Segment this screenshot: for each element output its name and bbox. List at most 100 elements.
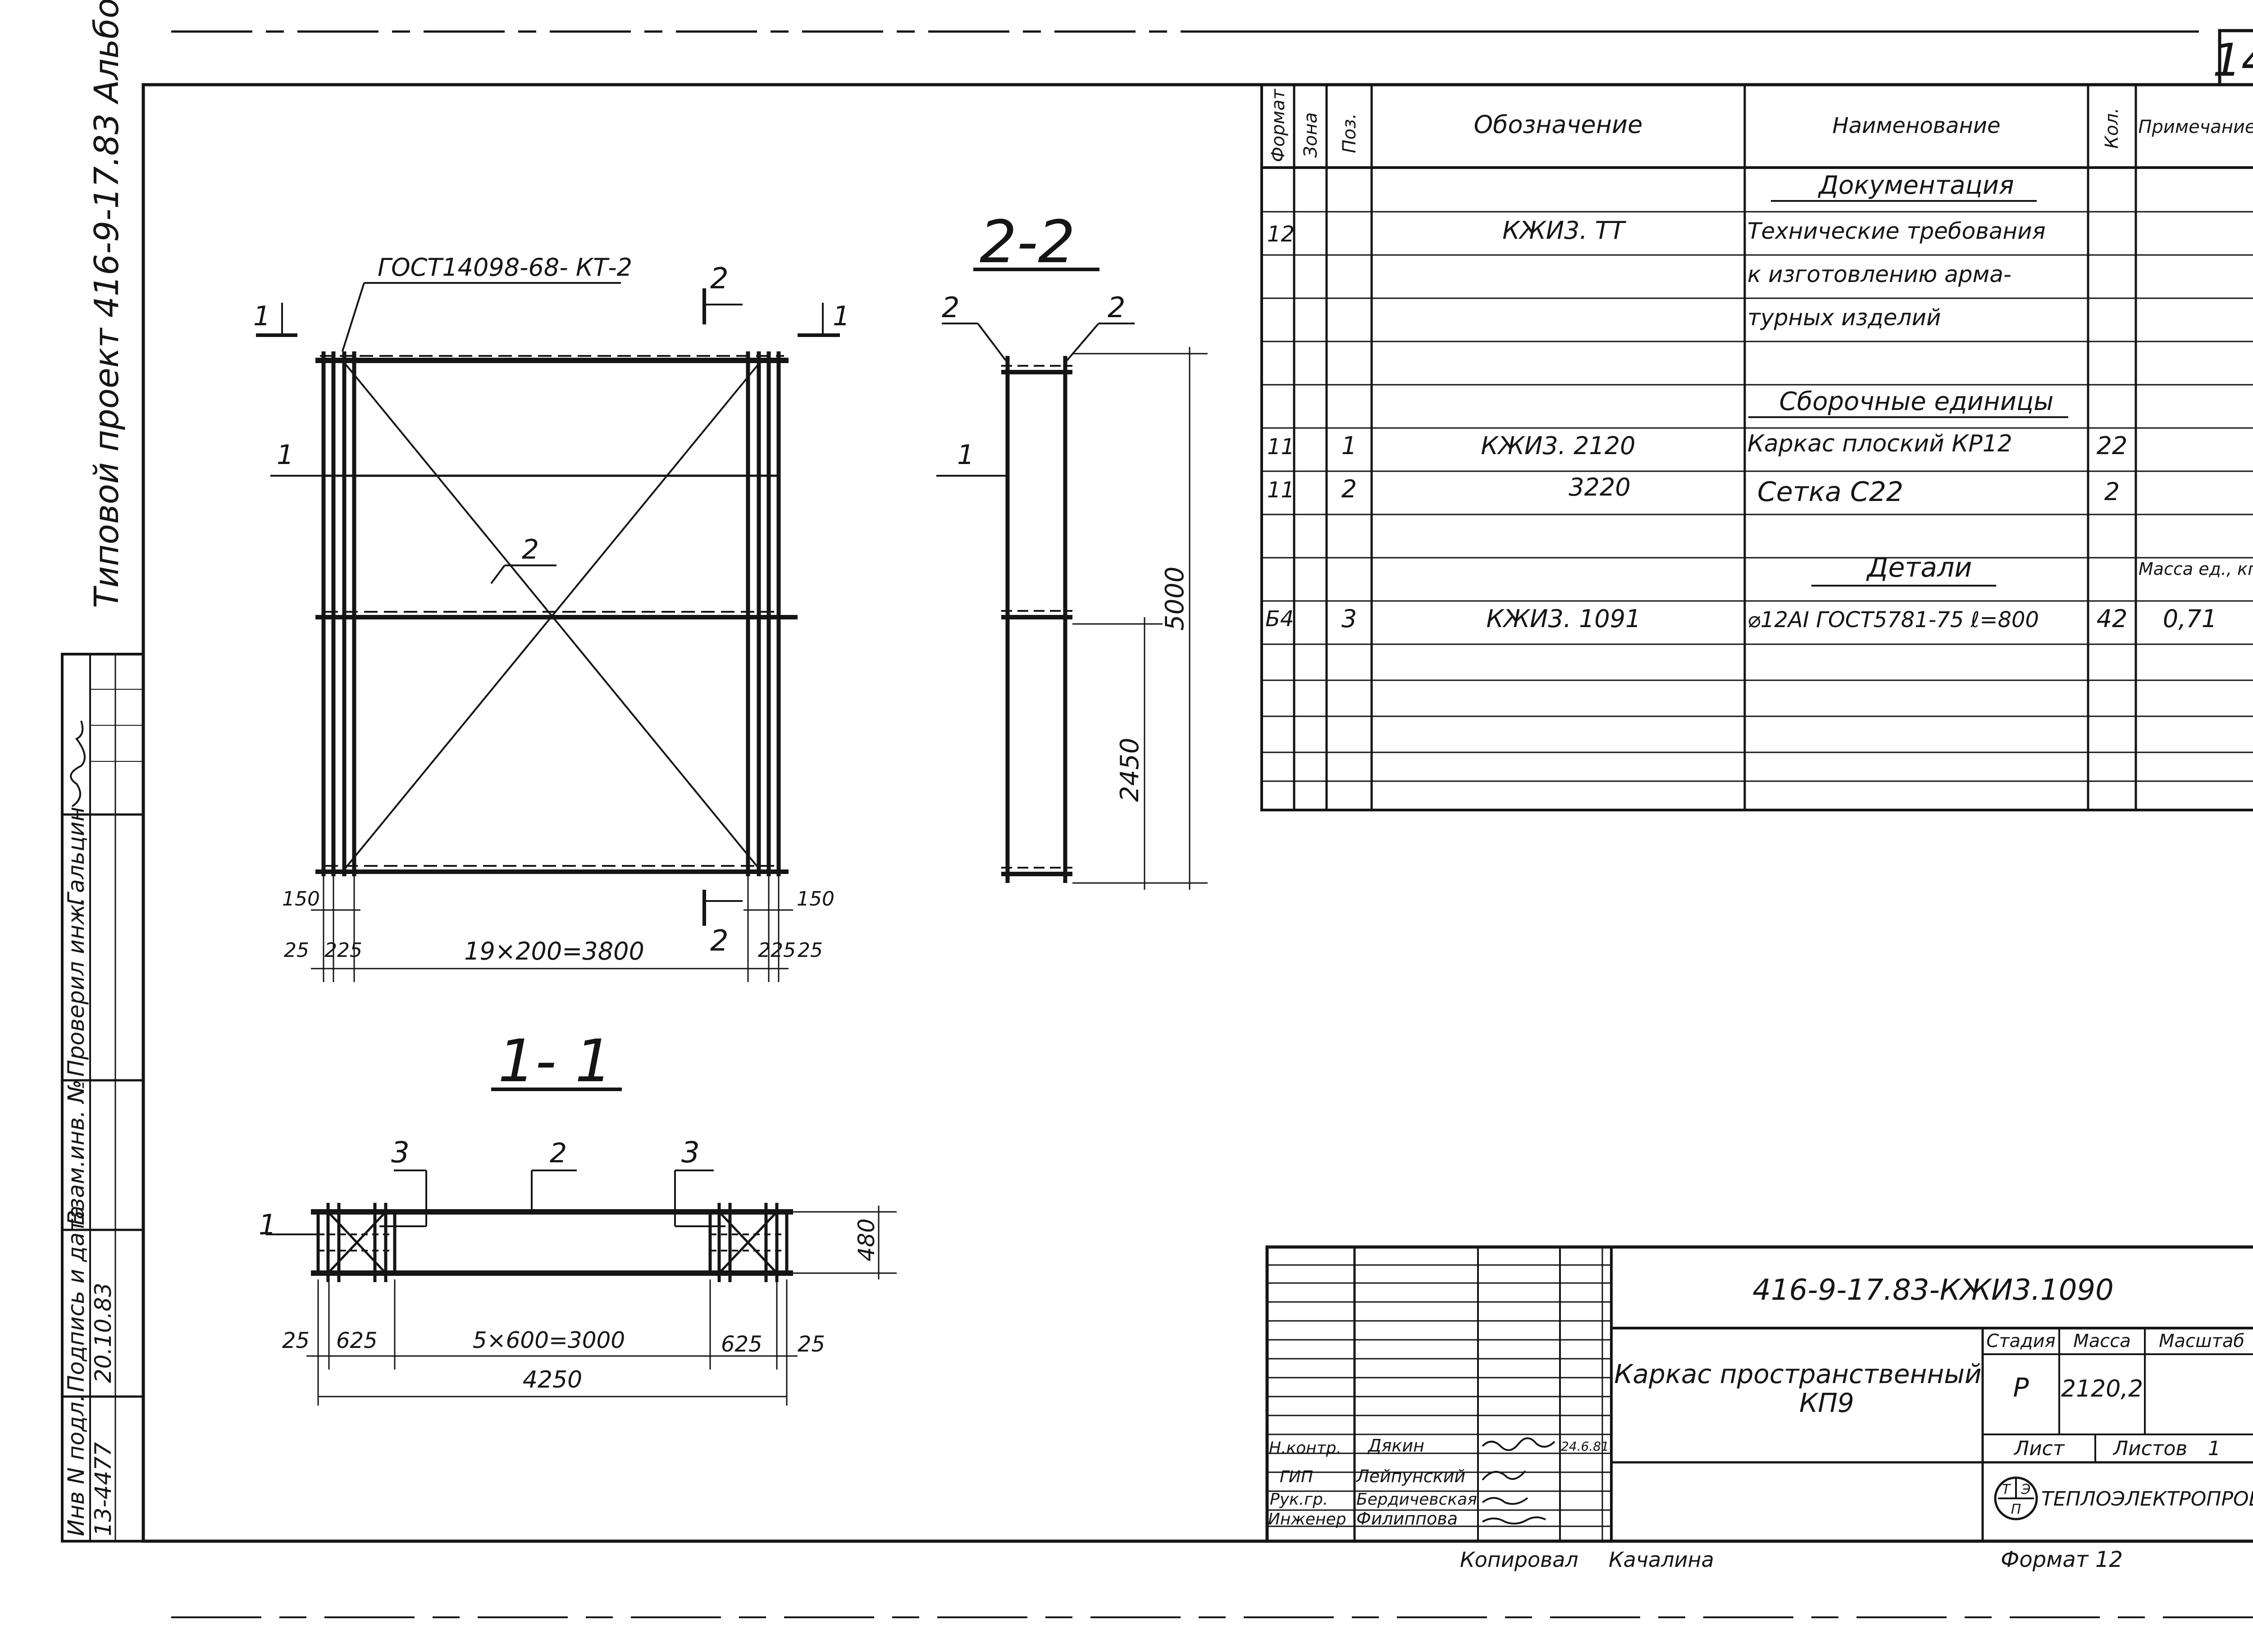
- spec-row4-qty: 22: [2097, 432, 2128, 460]
- title-name-line2: КП9: [1799, 1388, 1854, 1418]
- title-person2-name: Лейпунский: [1355, 1466, 1465, 1486]
- side-checked-label: Проверил инж.: [63, 897, 89, 1077]
- spec-section-parts: Детали: [1866, 552, 1972, 583]
- title-person4-name: Филиппова: [1356, 1509, 1458, 1529]
- side-checked-name: Гальцин: [63, 807, 89, 906]
- spec-section-assembly: Сборочные единицы: [1779, 387, 2054, 416]
- svg-text:П: П: [2011, 1502, 2021, 1517]
- section-2-2-tag-left: 2: [942, 291, 959, 324]
- section-1-1-pos2: 2: [550, 1138, 567, 1169]
- spec-row6-qty: 42: [2097, 605, 2128, 633]
- section-1-1-pos3-right: 3: [681, 1136, 700, 1170]
- main-dim-225-right: 225: [758, 939, 796, 962]
- main-cut-right-label: 1: [833, 300, 850, 332]
- spec-row1-format: 12: [1267, 222, 1295, 247]
- section-2-2-pos1: 1: [957, 439, 974, 471]
- title-sheet-label: Лист: [2013, 1437, 2065, 1460]
- title-scale-label: Масштаб: [2159, 1331, 2244, 1352]
- title-person1-signature: [1482, 1437, 1555, 1451]
- section-1-1-dim-625-left: 625: [336, 1328, 378, 1353]
- spec-row5-qty: 2: [2104, 478, 2120, 506]
- svg-text:Э: Э: [2021, 1482, 2031, 1497]
- section-2-2-title: 2-2: [980, 208, 1075, 276]
- title-person1-date: 24.6.81: [1561, 1439, 1609, 1454]
- spec-row4-pos: 1: [1341, 432, 1357, 460]
- title-person1-role: Н.контр.: [1269, 1439, 1341, 1457]
- main-pos2-label: 2: [522, 534, 539, 565]
- section-1-1-title: 1- 1: [498, 1027, 612, 1095]
- side-stamp: [61, 653, 145, 1543]
- title-person3-signature: [1482, 1497, 1528, 1505]
- section-2-2-height: 5000: [1160, 566, 1190, 631]
- title-mass-label: Масса: [2073, 1331, 2131, 1352]
- title-mass: 2120,2: [2061, 1375, 2143, 1402]
- main-cut-top-label: 2: [710, 262, 729, 296]
- side-inventory-label: Инв N подл.: [63, 1395, 89, 1536]
- title-person2-signature: [1482, 1470, 1526, 1481]
- svg-text:Т: Т: [2002, 1482, 2011, 1497]
- title-stage-label: Стадия: [1986, 1331, 2055, 1352]
- footer-copied-label: Копировал: [1460, 1547, 1578, 1572]
- main-dim-225-left: 225: [324, 939, 362, 962]
- spec-section-documentation: Документация: [1817, 171, 2014, 200]
- section-1-1-dim-25-left: 25: [282, 1328, 310, 1353]
- spec-row5-pos: 2: [1341, 475, 1357, 503]
- spec-header-note: Примечание: [2138, 117, 2253, 137]
- title-person1-name: Дякин: [1367, 1436, 1424, 1456]
- title-stage: Р: [2013, 1372, 2029, 1403]
- spec-mass-unit: Масса ед., кг: [2139, 559, 2253, 579]
- section-1-1-pos1: 1: [259, 1208, 276, 1241]
- spec-row6-name: ⌀12АI ГОСТ5781-75 ℓ=800: [1747, 607, 2039, 633]
- main-dim-25-right: 25: [798, 939, 823, 962]
- title-code: 416-9-17.83-КЖИ3.1090: [1752, 1274, 2114, 1307]
- side-inventory-number: 13-4477: [90, 1442, 116, 1536]
- title-person4-signature: [1482, 1516, 1546, 1525]
- organization-logo: Т Э П: [1994, 1476, 2038, 1520]
- side-signature-date: 20.10.83: [90, 1283, 116, 1383]
- main-dim-25-left: 25: [284, 939, 309, 962]
- section-2-2-tag-right: 2: [1108, 291, 1125, 324]
- side-title: Типовой проект 416-9-17.83 Альбом XII: [87, 0, 126, 608]
- side-checked-signature: [70, 720, 86, 807]
- title-person3-name: Бердичевская: [1356, 1490, 1477, 1509]
- spec-row2-name: к изготовлению арма-: [1747, 261, 2011, 287]
- spec-row6-pos: 3: [1341, 605, 1357, 633]
- section-2-2-half: 2450: [1115, 737, 1145, 802]
- main-cut-left-label: 1: [253, 300, 270, 332]
- spec-row5-format: 11: [1267, 478, 1295, 503]
- main-dim-150-right: 150: [797, 887, 835, 910]
- side-signature-label: Подпись и дата: [63, 1206, 89, 1392]
- footer-format: Формат 12: [2001, 1547, 2123, 1572]
- section-2-2-drawing: [936, 268, 1208, 890]
- main-dim-span: 19×200=3800: [464, 937, 644, 965]
- title-name-line1: Каркас пространственный: [1614, 1359, 1981, 1389]
- main-dim-150-left: 150: [282, 887, 320, 910]
- title-sheets-label: Листов: [2112, 1437, 2187, 1460]
- spec-header-format: Формат: [1268, 88, 1289, 162]
- spec-row3-name: турных изделий: [1747, 305, 1941, 331]
- footer-copied-name: Качалина: [1609, 1547, 1714, 1572]
- main-gost-label: ГОСТ14098-68- КТ-2: [378, 253, 632, 282]
- spec-row4-format: 11: [1267, 434, 1295, 460]
- section-1-1-dim-625-right: 625: [721, 1332, 762, 1357]
- spec-header-name: Наименование: [1832, 113, 2000, 138]
- spec-row1-name: Технические требования: [1747, 218, 2046, 244]
- section-1-1-dim-25-right: 25: [798, 1332, 825, 1357]
- section-1-1-pos3-left: 3: [391, 1136, 410, 1170]
- spec-table-grid: [1260, 83, 2253, 811]
- spec-row4-name: Каркас плоский КР12: [1747, 430, 2012, 457]
- title-sheets-count: 1: [2208, 1437, 2221, 1460]
- title-organization: ТЕПЛОЭЛЕКТРОПРОЕКТ: [2041, 1488, 2253, 1511]
- spec-header-designation: Обозначение: [1474, 110, 1643, 139]
- spec-row6-format: Б4: [1265, 606, 1294, 632]
- spec-row4-designation: КЖИ3. 2120: [1481, 432, 1635, 460]
- section-1-1-drawing: [266, 1088, 897, 1406]
- main-view-frame: [256, 282, 840, 982]
- spec-row6-designation: КЖИ3. 1091: [1486, 605, 1641, 633]
- sheet-number: 14: [2212, 34, 2253, 86]
- spec-header-qty: Кол.: [2102, 108, 2122, 149]
- spec-row5-designation: 3220: [1569, 473, 1630, 501]
- section-1-1-dim-total: 4250: [523, 1366, 582, 1393]
- title-person2-role: ГИП: [1280, 1468, 1313, 1486]
